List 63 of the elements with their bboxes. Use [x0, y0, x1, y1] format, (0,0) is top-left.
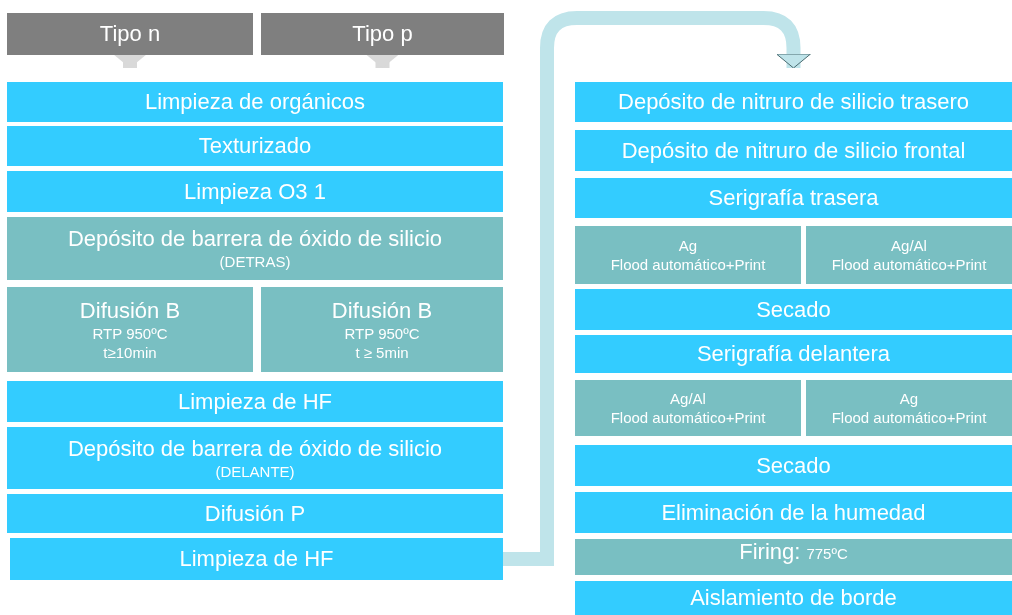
step-label: Secado	[756, 296, 831, 323]
step-note: (DETRAS)	[219, 252, 291, 271]
process-box	[7, 494, 503, 533]
process-box	[7, 427, 503, 489]
process-box	[806, 226, 1012, 284]
step-label: Ag	[899, 389, 919, 408]
step-note: Flood automático+Print	[610, 408, 766, 427]
step-label: Eliminación de la humedad	[661, 499, 926, 526]
process-box	[575, 178, 1012, 218]
process-box	[7, 82, 503, 122]
header-box	[261, 13, 504, 55]
step-label: Limpieza de orgánicos	[144, 89, 366, 115]
process-box	[575, 539, 1012, 575]
step-label: Difusión P	[204, 500, 306, 527]
step-label: Tipo n	[99, 21, 161, 47]
step-label: Difusión B	[331, 297, 433, 324]
arrow	[365, 54, 400, 68]
step-label: Serigrafía trasera	[708, 185, 879, 211]
step-label: Ag/Al	[670, 389, 706, 408]
step-note: Flood automático+Print	[610, 255, 766, 274]
step-note: RTP 950ºC	[92, 323, 168, 343]
step-note: (DELANTE)	[215, 461, 295, 481]
process-box	[575, 335, 1012, 373]
arrow	[113, 54, 147, 68]
process-box	[7, 217, 503, 280]
step-label: Ag/Al	[891, 236, 927, 255]
process-box	[7, 126, 503, 166]
process-box	[7, 381, 503, 422]
step-label: Depósito de barrera de óxido de silicio	[67, 435, 443, 462]
step-note: RTP 950ºC	[344, 323, 420, 343]
step-label: Ag	[678, 236, 698, 255]
process-box	[575, 289, 1012, 330]
header-box	[7, 13, 253, 55]
step-note: t ≥ 5min	[355, 342, 409, 362]
step-note: t≥10min	[103, 342, 157, 362]
step-label: Difusión B	[79, 297, 181, 324]
step-label: Firing:	[739, 539, 801, 565]
process-box	[575, 226, 801, 284]
process-box	[575, 380, 801, 436]
step-label: Texturizado	[198, 133, 312, 159]
process-box	[261, 287, 503, 372]
step-label: Limpieza de HF	[177, 388, 333, 415]
process-box	[7, 171, 503, 212]
process-box	[575, 581, 1012, 615]
step-label: Tipo p	[352, 21, 413, 47]
step-note: 775ºC	[806, 544, 848, 563]
process-box	[575, 445, 1012, 486]
step-note: Flood automático+Print	[831, 255, 987, 274]
step-label: Limpieza de HF	[179, 546, 334, 572]
step-label: Secado	[756, 452, 831, 479]
step-label: Serigrafía delantera	[696, 341, 891, 367]
step-label: Limpieza O3 1	[184, 178, 326, 205]
step-label: Depósito de barrera de óxido de silicio	[67, 226, 443, 252]
step-note: Flood automático+Print	[831, 408, 987, 427]
step-label: Depósito de nitruro de silicio trasero	[618, 89, 969, 115]
process-box	[7, 287, 253, 372]
step-label: Aislamiento de borde	[690, 585, 897, 611]
process-box	[806, 380, 1012, 436]
process-box	[575, 130, 1012, 171]
process-box	[575, 82, 1012, 122]
step-label: Depósito de nitruro de silicio frontal	[621, 137, 966, 164]
process-box	[10, 538, 503, 580]
process-box	[575, 492, 1012, 533]
